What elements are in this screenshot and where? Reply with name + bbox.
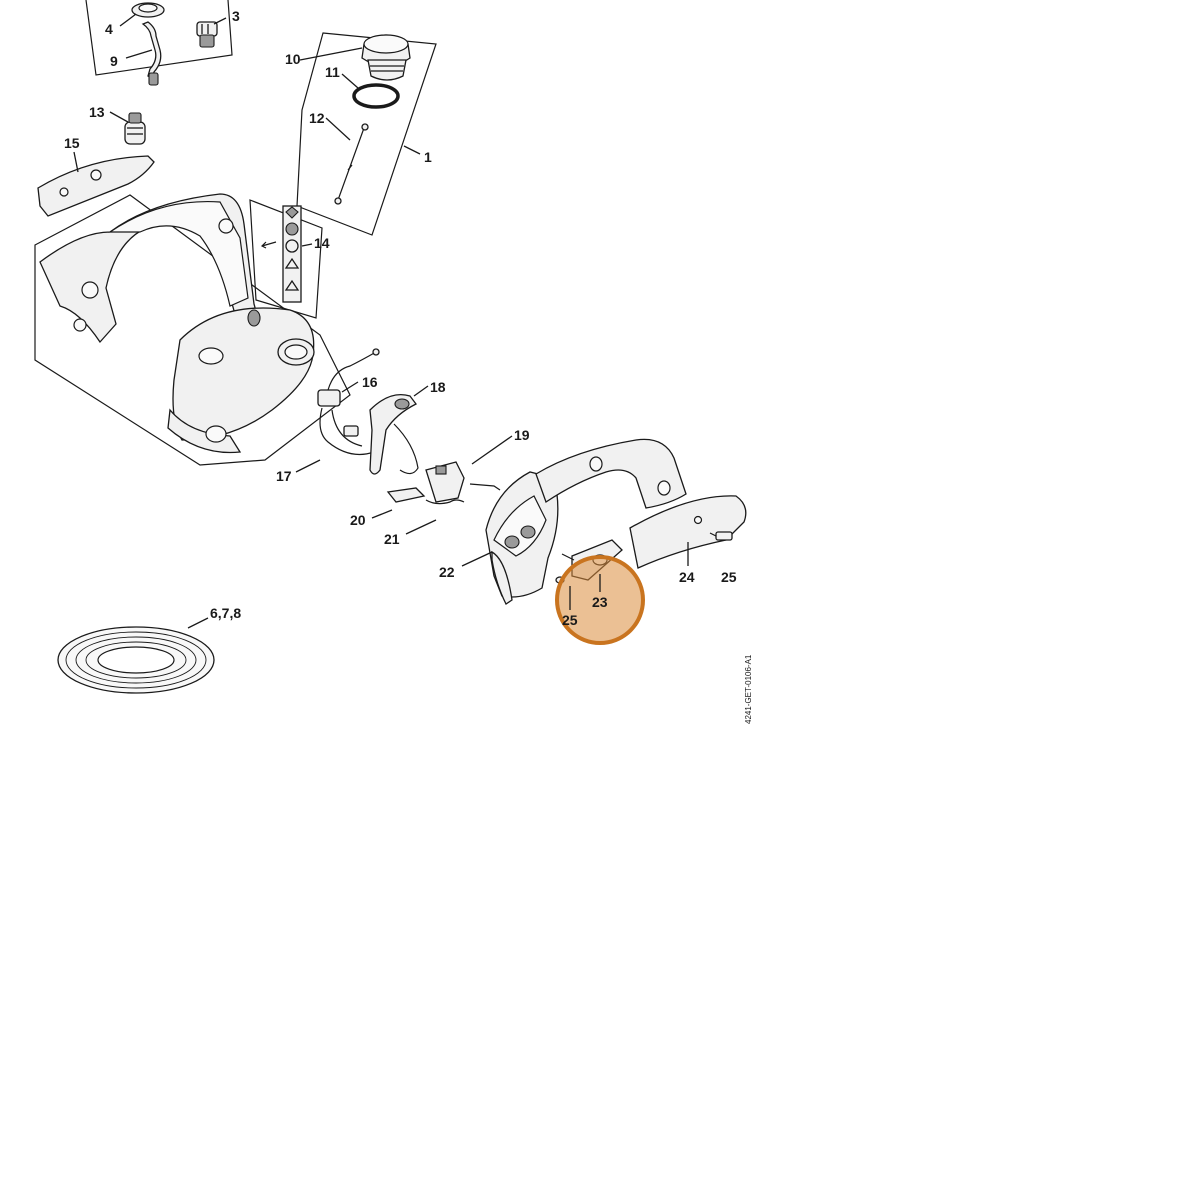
part-24-grip-cover (629, 495, 747, 569)
part-22-handle-cap (485, 471, 559, 605)
callout-15: 15 (64, 135, 80, 151)
part-20-clip (386, 487, 426, 503)
callout-3: 3 (232, 8, 240, 24)
callout-24: 24 (679, 569, 695, 585)
part-4-grommet (131, 2, 165, 18)
callout-4: 4 (105, 21, 113, 37)
callout-16: 16 (362, 374, 378, 390)
callout-17: 17 (276, 468, 292, 484)
part-10-fuel-cap (361, 34, 411, 81)
callout-25-right: 25 (721, 569, 737, 585)
part-15-cover-strip (37, 155, 155, 217)
callout-11: 11 (325, 64, 340, 80)
callout-25-left: 25 (562, 612, 578, 628)
callout-23: 23 (592, 594, 608, 610)
part-3-valve (196, 21, 218, 48)
callout-labels: 1 3 4 9 10 11 12 13 14 15 16 17 18 19 20… (64, 8, 737, 628)
part-12-retainer-cord (334, 123, 369, 205)
part-14-warning-labels (260, 205, 302, 303)
part-18-throttle-trigger (369, 393, 419, 475)
callout-22: 22 (439, 564, 455, 580)
callout-14: 14 (314, 235, 330, 251)
callout-20: 20 (350, 512, 366, 528)
callout-9: 9 (110, 53, 118, 69)
part-13-fuel-pickup (124, 112, 146, 145)
callout-1: 1 (424, 149, 432, 165)
part-9-fuel-hose (141, 21, 162, 86)
part-1-tank-housing (39, 193, 315, 454)
part-11-o-ring (352, 83, 400, 109)
callout-13: 13 (89, 104, 105, 120)
highlight-marker-part-23[interactable] (555, 555, 645, 645)
callout-18: 18 (430, 379, 446, 395)
part-16-switch (317, 348, 380, 407)
callout-6-7-8: 6,7,8 (210, 605, 241, 621)
part-6-7-8-seal (57, 626, 215, 694)
part-21-spring (425, 499, 465, 505)
group-frame-fuel-fittings (85, 0, 233, 76)
loop-handle (535, 438, 687, 509)
document-id: 4241-GET-0106-A1 (744, 654, 753, 724)
callout-19: 19 (514, 427, 530, 443)
callout-10: 10 (285, 51, 301, 67)
callout-12: 12 (309, 110, 325, 126)
leader-lines (73, 13, 689, 629)
part-25-screw-right (709, 531, 733, 541)
part-19-contact (425, 461, 501, 503)
group-frame-fuel-cap (296, 32, 437, 236)
callout-21: 21 (384, 531, 400, 547)
